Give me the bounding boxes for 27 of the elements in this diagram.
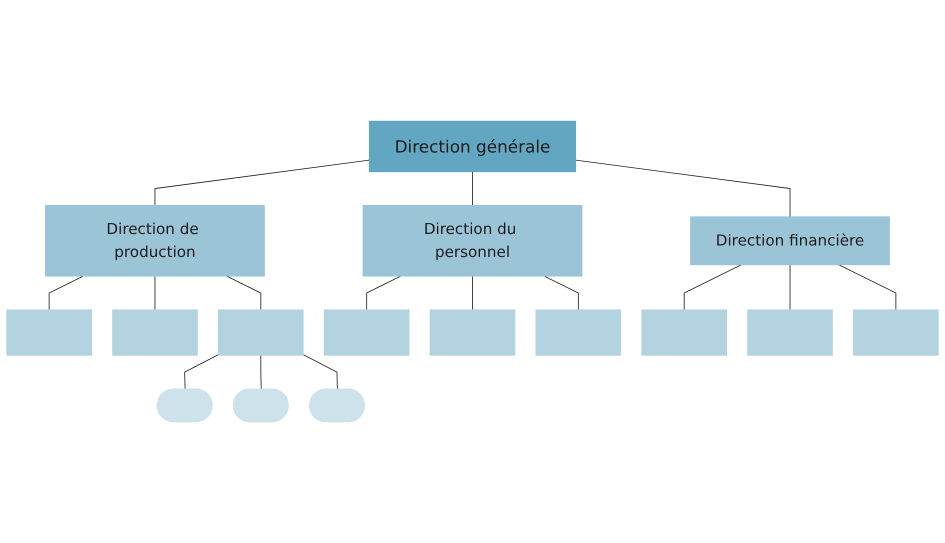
- node-box: [112, 309, 198, 356]
- connector: [575, 160, 790, 218]
- connector: [684, 264, 742, 310]
- connector: [838, 264, 896, 310]
- node-box: [6, 309, 92, 356]
- node-box: [641, 309, 727, 356]
- connector: [544, 276, 579, 310]
- node-box: [690, 216, 890, 266]
- connector: [302, 354, 338, 390]
- connector: [260, 354, 262, 390]
- connector: [48, 276, 84, 310]
- connector: [472, 171, 473, 206]
- node-box: [536, 309, 622, 356]
- node-box: [324, 309, 410, 356]
- connector: [184, 354, 219, 390]
- node-box: [362, 204, 582, 277]
- node-box: [430, 309, 516, 356]
- connector: [226, 276, 262, 310]
- connector: [154, 160, 370, 206]
- connector: [366, 276, 402, 310]
- connector: [472, 276, 473, 310]
- node-box: [218, 309, 304, 356]
- node-box: [747, 309, 833, 356]
- node-box: [45, 204, 265, 277]
- node-box: [853, 309, 939, 356]
- connector: [154, 276, 156, 310]
- node-box: [368, 120, 576, 172]
